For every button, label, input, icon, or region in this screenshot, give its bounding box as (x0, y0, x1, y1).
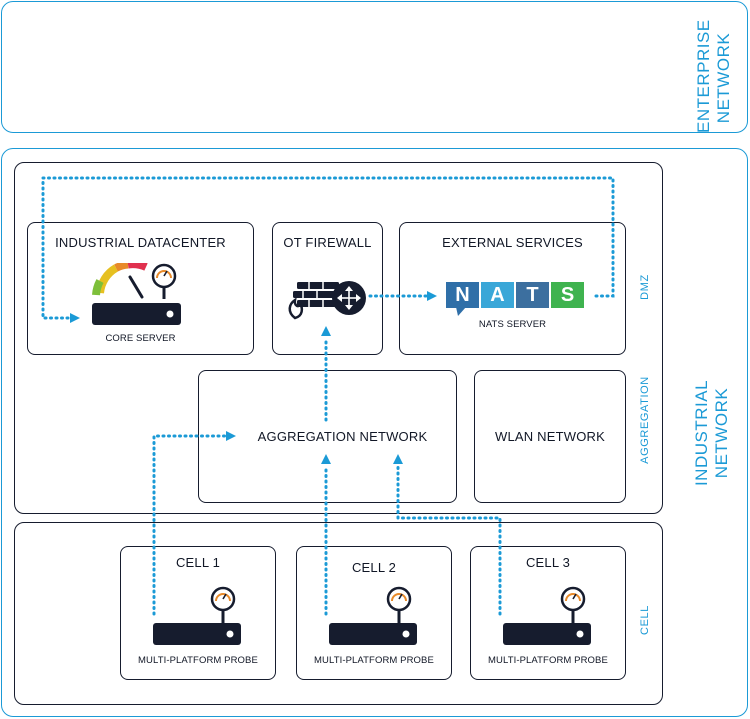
nats-logo-letter-s: S (551, 282, 584, 308)
industrial-datacenter-box: INDUSTRIAL DATACENTER CORE SERVER (27, 222, 254, 355)
cell-1-probe-caption: MULTI-PLATFORM PROBE (138, 655, 258, 666)
aggregation-network-title: AGGREGATION NETWORK (257, 429, 428, 444)
nats-logo-tail-icon (456, 307, 466, 316)
wlan-network-box: WLAN NETWORK (474, 370, 626, 503)
aggregation-network-box: AGGREGATION NETWORK (198, 370, 457, 503)
core-server-caption: CORE SERVER (105, 333, 176, 344)
nats-logo-letter-t: T (516, 282, 549, 308)
cell-3-title: CELL 3 (525, 555, 571, 570)
cell-3-box: CELL 3 MULTI-PLATFORM PROBE (470, 546, 626, 680)
nats-logo-letter-a: A (481, 282, 514, 308)
cell-2-probe-caption: MULTI-PLATFORM PROBE (314, 655, 434, 666)
industrial-network-zone (1, 148, 748, 717)
aggregation-layer-label: AGGREGATION (639, 376, 651, 464)
nats-logo-letter-n: N (446, 282, 479, 308)
cell-1-box: CELL 1 MULTI-PLATFORM PROBE (120, 546, 276, 680)
ot-firewall-title: OT FIREWALL (283, 235, 372, 250)
wlan-network-title: WLAN NETWORK (494, 429, 605, 444)
dmz-layer-label: DMZ (639, 274, 651, 300)
industrial-datacenter-title: INDUSTRIAL DATACENTER (55, 235, 226, 250)
cell-2-box: CELL 2 MULTI-PLATFORM PROBE (296, 546, 452, 680)
firewall-router-icon (288, 281, 366, 320)
probe-icon (503, 586, 591, 645)
cell-1-title: CELL 1 (175, 555, 221, 570)
cell-3-probe-caption: MULTI-PLATFORM PROBE (488, 655, 608, 666)
external-services-title: EXTERNAL SERVICES (442, 235, 583, 250)
external-services-box: EXTERNAL SERVICES N A T S NATS SERVER (399, 222, 626, 355)
nats-logo: N A T S (446, 282, 584, 308)
cell-2-title: CELL 2 (351, 560, 397, 575)
nats-server-caption: NATS SERVER (478, 319, 547, 330)
probe-icon (329, 586, 417, 645)
core-server-icon (92, 263, 181, 325)
ot-firewall-box: OT FIREWALL (272, 222, 383, 355)
enterprise-network-label: ENTERPRISE NETWORK (694, 19, 733, 133)
enterprise-network-zone (1, 1, 748, 133)
cell-layer-label: CELL (639, 605, 651, 635)
probe-icon (153, 586, 241, 645)
industrial-network-label: INDUSTRIAL NETWORK (692, 379, 731, 487)
